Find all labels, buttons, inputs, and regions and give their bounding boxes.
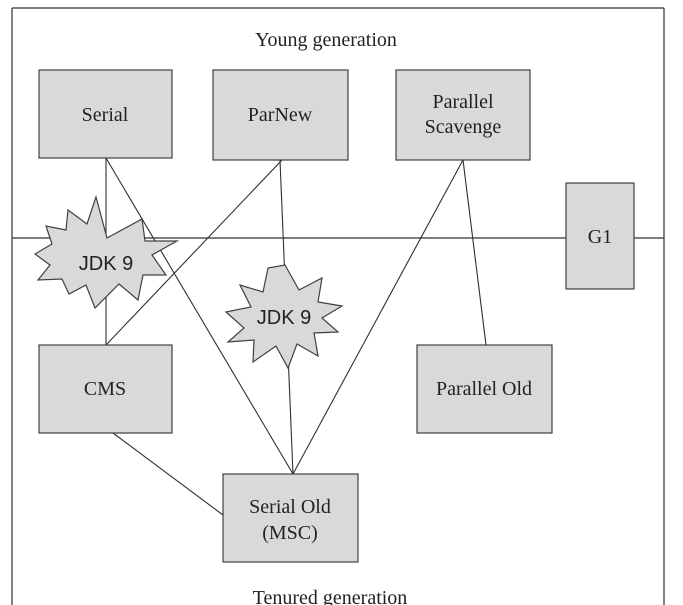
jdk9-label-left: JDK 9 — [79, 253, 133, 275]
tenured-generation-label: Tenured generation — [253, 587, 408, 605]
node-parallel-scavenge-line2: Scavenge — [425, 116, 502, 138]
edge-parallel-scavenge-serial-old — [292, 159, 464, 475]
edge-parnew-cms — [105, 159, 283, 346]
node-parallel-scavenge: Parallel Scavenge — [395, 69, 531, 161]
node-g1-label: G1 — [588, 226, 612, 248]
node-serial-label: Serial — [82, 104, 129, 126]
node-serial-old-line2: (MSC) — [262, 522, 318, 544]
starburst-icon — [224, 264, 344, 370]
edge-parallel-scavenge-parallel-old — [462, 159, 487, 346]
jdk9-badge-center: JDK 9 — [224, 264, 344, 370]
node-serial: Serial — [38, 69, 173, 159]
starburst-icon — [33, 194, 180, 310]
young-generation-label: Young generation — [255, 29, 397, 51]
node-parnew: ParNew — [212, 69, 349, 161]
node-serial-old: Serial Old (MSC) — [222, 473, 359, 563]
node-cms: CMS — [38, 344, 173, 434]
node-parallel-old-label: Parallel Old — [436, 378, 532, 400]
node-serial-old-line1: Serial Old — [249, 496, 331, 518]
jdk9-label-center: JDK 9 — [257, 307, 311, 329]
node-cms-label: CMS — [84, 378, 126, 400]
node-parallel-scavenge-line1: Parallel — [432, 91, 494, 113]
edge-cms-serial-old — [112, 432, 224, 516]
node-parallel-old: Parallel Old — [416, 344, 553, 434]
edge-serial-serial-old — [105, 157, 294, 475]
node-parnew-label: ParNew — [248, 104, 313, 126]
jdk9-badge-left: JDK 9 — [33, 194, 180, 310]
node-g1: G1 — [565, 182, 635, 290]
